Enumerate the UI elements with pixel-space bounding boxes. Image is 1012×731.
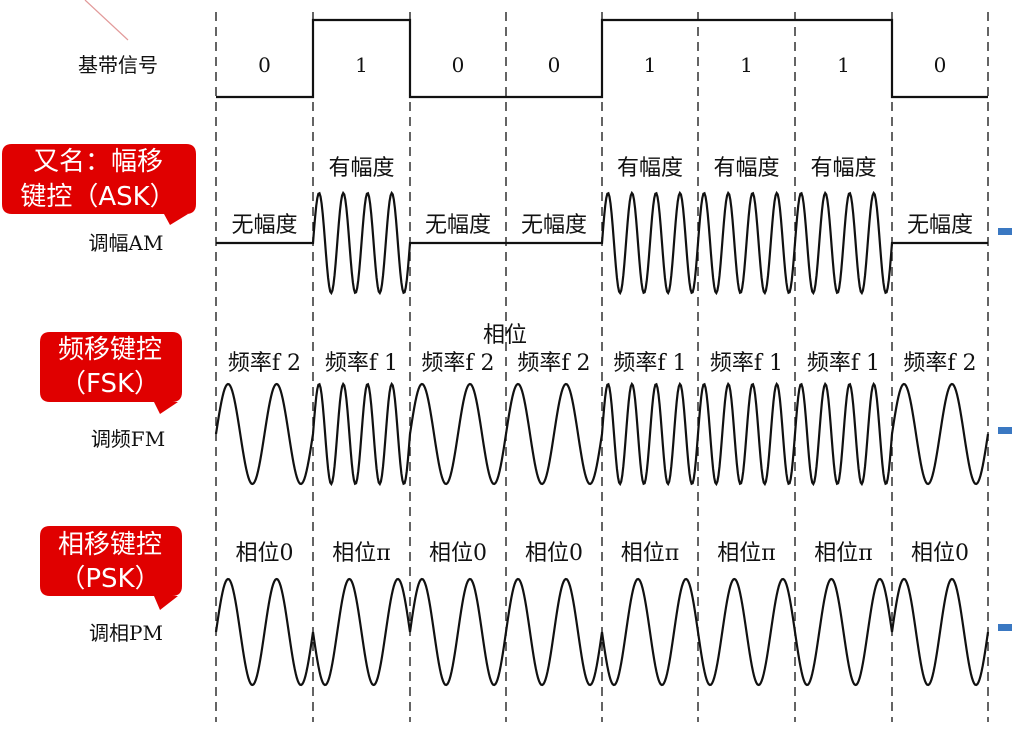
fsk-callout-line-1: 频移键控: [58, 335, 162, 365]
baseband-waveform: [216, 18, 988, 99]
pm-segment-labels: 相位0 相位π 相位0 相位0 相位π 相位π 相位π 相位0: [236, 541, 970, 566]
fm-waveform: [214, 381, 990, 487]
psk-callout-bubble: [40, 526, 182, 610]
am-seg-label-6: 有幅度: [810, 156, 876, 181]
pm-seg-label-1: 相位π: [332, 541, 390, 566]
fm-seg-label-2: 频率f 2: [421, 351, 494, 376]
ask-callout-line-1: 又名：幅移: [33, 147, 163, 177]
bit-label-6: 1: [837, 53, 850, 77]
fm-seg-label-1: 频率f 1: [325, 351, 398, 376]
fsk-callout-line-2: （FSK）: [60, 369, 160, 399]
am-seg-label-4: 有幅度: [617, 156, 683, 181]
fm-phase-top-label: 相位: [483, 323, 527, 348]
ask-callout: 又名：幅移 键控（ASK）: [2, 144, 196, 225]
bit-label-3: 0: [548, 53, 561, 77]
pm-seg-label-6: 相位π: [814, 541, 872, 566]
pm-row: 相移键控 （PSK） 调相PM 相位0 相位π 相位0 相位0 相位π 相位π 相位π 相位0: [40, 526, 990, 687]
right-edge-marker: [998, 228, 1012, 235]
am-seg-label-1: 有幅度: [328, 156, 394, 181]
am-seg-label-2: 无幅度: [425, 213, 491, 238]
baseband-label: 基带信号: [78, 53, 158, 77]
bit-label-5: 1: [740, 53, 753, 77]
baseband-row: 基带信号 0 1 0 0 1 1 1 0: [78, 18, 988, 99]
pm-seg-label-7: 相位0: [911, 541, 969, 566]
right-edge-marker: [998, 427, 1012, 434]
ask-callout-line-2: 键控（ASK）: [20, 182, 175, 212]
fsk-callout-bubble: [40, 332, 182, 414]
pm-seg-label-3: 相位0: [525, 541, 583, 566]
am-seg-label-7: 无幅度: [907, 213, 973, 238]
bit-labels: 0 1 0 0 1 1 1 0: [258, 53, 946, 77]
bit-label-7: 0: [934, 53, 947, 77]
bit-label-2: 0: [452, 53, 465, 77]
bit-label-0: 0: [258, 53, 271, 77]
am-seg-label-5: 有幅度: [713, 156, 779, 181]
fm-segment-labels: 频率f 2 频率f 1 频率f 2 频率f 2 频率f 1 频率f 1 频率f 1 频率f 2: [228, 351, 977, 376]
fm-label: 调频FM: [91, 427, 165, 451]
fsk-callout: 频移键控 （FSK）: [40, 332, 182, 414]
psk-callout-line-1: 相移键控: [58, 530, 162, 560]
pm-seg-label-4: 相位π: [621, 541, 679, 566]
psk-callout-line-2: （PSK）: [59, 564, 160, 594]
segment-boundaries: [215, 12, 989, 722]
stray-pen-stroke: [84, 0, 129, 41]
fm-seg-label-7: 频率f 2: [903, 351, 976, 376]
am-label: 调幅AM: [89, 231, 164, 255]
pm-seg-label-0: 相位0: [236, 541, 294, 566]
fm-seg-label-3: 频率f 2: [517, 351, 590, 376]
fm-seg-label-0: 频率f 2: [228, 351, 301, 376]
am-seg-label-3: 无幅度: [521, 213, 587, 238]
fm-seg-label-5: 频率f 1: [710, 351, 783, 376]
fm-seg-label-4: 频率f 1: [613, 351, 686, 376]
bit-label-1: 1: [355, 53, 368, 77]
am-waveform: [216, 190, 988, 296]
ask-callout-bubble: [2, 144, 196, 225]
fm-seg-label-6: 频率f 1: [807, 351, 880, 376]
pm-waveform: [214, 577, 990, 687]
bit-label-4: 1: [644, 53, 657, 77]
pm-seg-label-5: 相位π: [717, 541, 775, 566]
pm-seg-label-2: 相位0: [429, 541, 487, 566]
psk-callout: 相移键控 （PSK）: [40, 526, 182, 610]
right-edge-marker: [998, 624, 1012, 631]
am-seg-label-0: 无幅度: [231, 213, 297, 238]
pm-label: 调相PM: [89, 621, 163, 645]
